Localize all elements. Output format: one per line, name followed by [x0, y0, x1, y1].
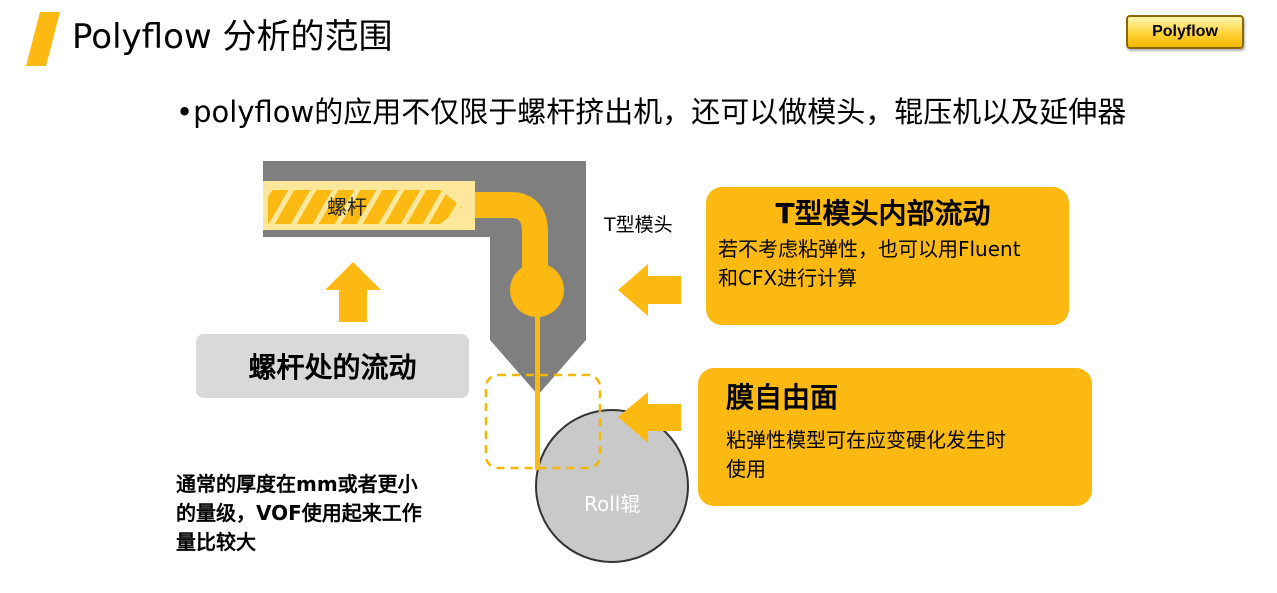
subtitle-bullet: •polyflow的应用不仅限于螺杆挤出机，还可以做模头，辊压机以及延伸器 — [176, 95, 1127, 129]
screw-flow-label: 螺杆处的流动 — [248, 351, 417, 384]
t-die-label: T型模头 — [604, 214, 673, 236]
t-die-flow-line-1: 若不考虑粘弹性，也可以用Fluent — [718, 237, 1021, 261]
screw-flow-box: 螺杆处的流动 — [196, 334, 469, 398]
t-die-flow-line-2: 和CFX进行计算 — [718, 266, 858, 290]
roll-label: Roll辊 — [584, 492, 641, 516]
screw-label: 螺杆 — [327, 195, 367, 219]
left-arrow-film — [618, 392, 681, 443]
flow-path — [475, 192, 548, 285]
note-line-1: 通常的厚度在mm或者更小 — [176, 472, 418, 496]
left-arrow-tdie — [618, 264, 681, 316]
roll — [535, 409, 689, 563]
up-arrow — [325, 262, 381, 322]
t-die-flow-box: T型模头内部流动 若不考虑粘弹性，也可以用Fluent 和CFX进行计算 — [706, 187, 1069, 325]
title-accent-bar — [26, 12, 60, 66]
free-surface-line-1: 粘弹性模型可在应变硬化发生时 — [726, 428, 1006, 452]
free-surface-title: 膜自由面 — [726, 381, 839, 414]
t-die-flow-title: T型模头内部流动 — [775, 197, 991, 230]
page-title: Polyflow 分析的范围 — [72, 17, 393, 57]
polyflow-badge: Polyflow — [1126, 15, 1244, 49]
die-lip-flow — [535, 300, 540, 395]
free-surface-line-2: 使用 — [726, 457, 766, 481]
note-line-3: 量比较大 — [176, 530, 256, 554]
thickness-note: 通常的厚度在mm或者更小 的量级，VOF使用起来工作 量比较大 — [176, 470, 422, 557]
note-line-2: 的量级，VOF使用起来工作 — [176, 501, 422, 525]
screw-arrow — [268, 190, 462, 224]
film-line — [535, 390, 540, 470]
free-surface-box: 膜自由面 粘弹性模型可在应变硬化发生时 使用 — [698, 368, 1092, 506]
free-surface-region — [484, 373, 602, 470]
distribution-chamber — [510, 263, 564, 317]
